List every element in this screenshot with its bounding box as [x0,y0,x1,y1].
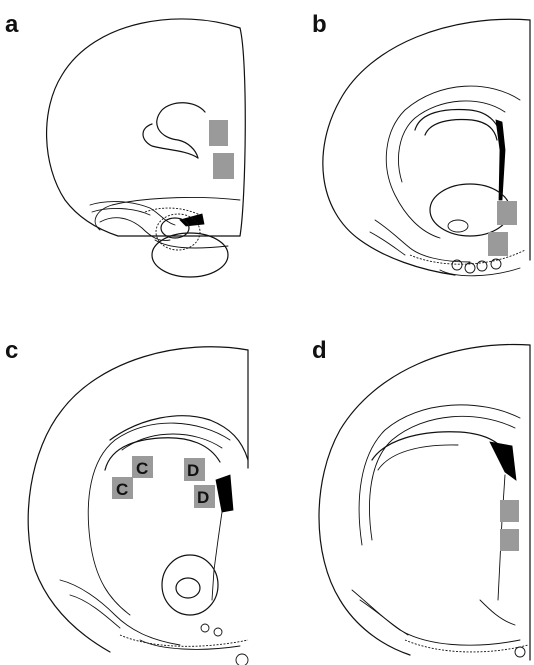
panel-label-d: d [312,337,327,364]
panel-a: a [5,11,245,277]
panel-label-b: b [312,11,327,38]
roi-d-upper: D [184,458,205,481]
roi-letter-d-lower: D [197,488,209,507]
roi-d-panel-lower [500,529,519,551]
panel-b: b [312,11,530,276]
roi-b-lower [488,232,508,256]
roi-letter-c-lower: C [116,480,128,499]
roi-c-lower: C [112,477,133,499]
roi-a-lower [213,153,234,179]
roi-b-upper [497,201,517,225]
panel-label-c: c [5,337,18,364]
brain-outline-a [47,19,246,277]
brain-outline-c [28,347,248,665]
roi-d-panel-upper [500,500,519,522]
roi-c-upper: C [132,456,153,478]
ventricle-b [496,120,505,200]
roi-a-upper [209,120,228,146]
brain-outline-d [319,344,530,660]
panel-c: c C [5,337,248,665]
roi-letter-c-upper: C [136,459,148,478]
ventricle-c [216,475,233,512]
roi-d-lower: D [194,485,215,508]
panel-d: d [312,337,530,660]
panel-label-a: a [5,11,19,38]
roi-letter-d-upper: D [187,461,199,480]
ventricle-d [490,442,516,480]
